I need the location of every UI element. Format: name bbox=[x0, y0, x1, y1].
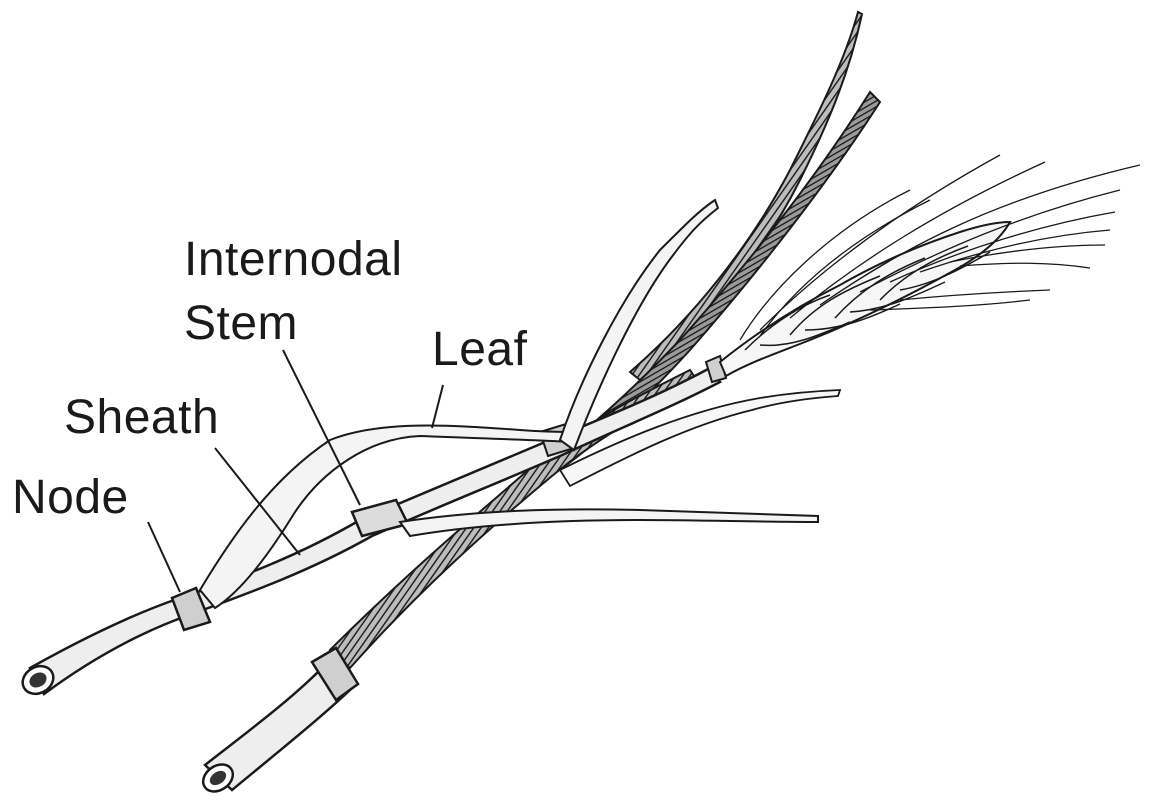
label-sheath: Sheath bbox=[64, 394, 219, 442]
label-leaf: Leaf bbox=[432, 326, 527, 374]
label-stem: Stem bbox=[184, 300, 298, 348]
main-stalk-node-middle bbox=[352, 500, 408, 536]
leader-leaf bbox=[432, 385, 443, 428]
label-node: Node bbox=[12, 474, 129, 522]
label-internodal: Internodal bbox=[184, 236, 403, 284]
leader-node bbox=[148, 522, 180, 592]
